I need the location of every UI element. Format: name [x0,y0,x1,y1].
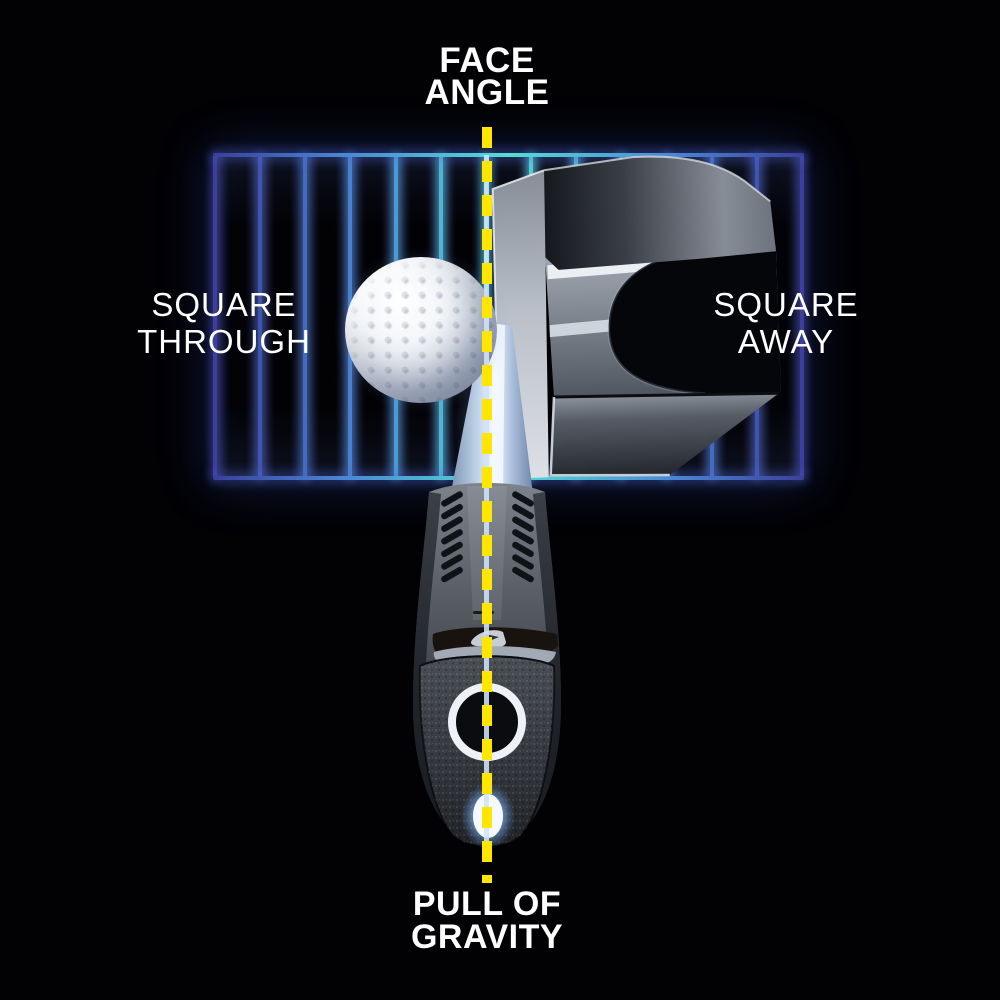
grip-groove [512,491,534,507]
grid-horizontal-line [213,153,804,157]
putter-alignment-stripe-2 [549,318,617,338]
face-angle-label-line2: ANGLE [424,73,550,112]
grip-groove [441,529,463,545]
grid-cell [262,157,303,476]
grip-groove [512,516,534,532]
putter-shaft-highlight [489,324,505,493]
grip-groove [441,516,463,532]
grip-groove [441,566,463,583]
grip-right-shade [487,492,561,847]
face-angle-label-line1: FACE [439,41,535,80]
putter-cutout-rim [607,248,706,396]
putter-top-ridge [543,155,771,203]
grip-groove [512,529,534,545]
grid-vertical-line [213,155,217,478]
grip-small-mark [473,611,482,614]
putter-bottom-wing [550,393,779,476]
putter-head [491,155,782,480]
grip-groove [441,503,463,520]
grid-vertical-line [303,155,307,478]
putter-bottom-highlight [549,397,670,477]
face-angle-label: FACE ANGLE [337,41,637,112]
putter-shaft [451,322,533,494]
golf-ball [345,257,497,403]
putter-rear-cutout [608,243,782,396]
grid-vertical-line [258,155,262,478]
face-angle-dashed-line [482,127,492,883]
square-through-label: SQUARE THROUGH [74,286,374,360]
grip-groove [441,554,463,570]
grip-groove [441,491,463,507]
square-through-label-line1: SQUARE [151,286,297,323]
grip-groove [512,554,534,570]
square-away-label-line2: AWAY [737,323,835,360]
square-away-label-line1: SQUARE [713,286,859,323]
grip-groove [441,541,463,558]
putter-bottom-seam [553,391,780,399]
pull-of-gravity-label-line2: GRAVITY [410,918,564,956]
grip-groove [512,566,534,583]
putter-top-wing [544,156,777,270]
pull-of-gravity-label-line1: PULL OF [412,885,562,923]
grip-chevron-grooves [441,491,534,583]
grid-cell [307,157,348,476]
square-through-label-line2: THROUGH [137,323,311,360]
grip-left-shade [413,492,487,847]
grip-groove [512,541,534,558]
pull-of-gravity-label: PULL OF GRAVITY [337,885,637,956]
square-away-label: SQUARE AWAY [636,286,936,360]
grid-cell [217,157,258,476]
grip-groove [512,503,534,520]
grid-vertical-line [800,155,804,478]
